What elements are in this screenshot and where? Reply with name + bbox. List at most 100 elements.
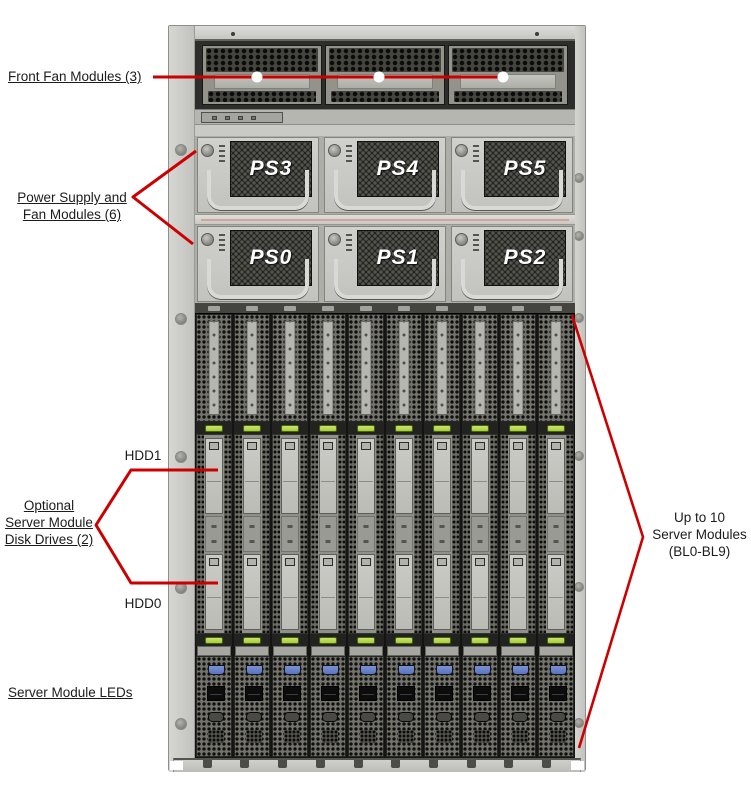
- blade-latch-lower: [310, 634, 346, 646]
- perforation-column: [528, 435, 535, 633]
- server-module-blade: [424, 314, 460, 757]
- ps-led-column: [219, 234, 228, 254]
- server-module-blade: [386, 314, 422, 757]
- bottom-rail-tab: [315, 760, 325, 768]
- bottom-rail-tab: [353, 760, 363, 768]
- drive-bay-seam: [473, 481, 487, 482]
- blade-label-strip: [425, 646, 459, 656]
- perforation-column: [273, 435, 280, 633]
- blade-drive-section: [538, 434, 574, 634]
- ps-handle: [334, 170, 436, 210]
- power-supply-row-top: PS3 PS4 PS5: [195, 136, 575, 214]
- rail-screw: [175, 718, 187, 730]
- drive-bay-column: [356, 435, 376, 633]
- ps-grille: PS4: [357, 141, 439, 197]
- green-latch: [471, 636, 489, 644]
- blade-slot-tab: [538, 303, 574, 313]
- serial-connector: [436, 712, 452, 722]
- drive-bay-column: [280, 435, 300, 633]
- drive-bay-seam: [473, 597, 487, 598]
- drive-release-button: [399, 558, 409, 566]
- drive-bay-hdd1: [243, 438, 261, 514]
- rail-screw: [574, 231, 584, 241]
- serial-connector: [246, 712, 262, 722]
- blade-top-mesh: [196, 314, 232, 422]
- screw-dot: [231, 32, 235, 36]
- power-supply-module: PS0: [197, 226, 319, 302]
- ps-label: PS4: [376, 157, 420, 180]
- drive-bay-gap: [471, 516, 489, 552]
- drive-bay-hdd0: [433, 554, 451, 630]
- blade-connector-panel: [234, 656, 270, 757]
- power-supply-divider: [195, 214, 575, 225]
- drive-bay-gap: [509, 516, 527, 552]
- blade-slots: [196, 314, 574, 757]
- green-latch: [395, 636, 413, 644]
- green-latch: [509, 424, 527, 432]
- green-latch: [281, 424, 299, 432]
- blade-section: [195, 303, 575, 758]
- label-up-to-10-server-modules: Up to 10 Server Modules (BL0-BL9): [648, 509, 751, 560]
- drive-bay-gap: [281, 516, 299, 552]
- thumbscrew: [328, 233, 341, 246]
- blade-slot-tab: [234, 303, 270, 313]
- ps-handle: [461, 170, 563, 210]
- green-latch: [319, 636, 337, 644]
- fan-grille: [329, 48, 441, 72]
- blade-latch-upper: [424, 422, 460, 434]
- blade-latch-lower: [462, 634, 498, 646]
- fan-tray-strip: [195, 109, 575, 125]
- green-latch: [547, 424, 565, 432]
- blade-label-strip: [539, 646, 573, 656]
- blade-indicator-strip: [398, 321, 410, 415]
- drive-release-button: [361, 558, 371, 566]
- fan-handle-strip: [460, 74, 556, 89]
- green-latch: [205, 424, 223, 432]
- label-line: Disk Drives (2): [4, 532, 94, 547]
- blade-top-mesh: [424, 314, 460, 422]
- server-module-blade: [310, 314, 346, 757]
- blade-indicator-strip: [322, 321, 334, 415]
- green-latch: [547, 636, 565, 644]
- fan-module: [202, 45, 322, 105]
- blade-latch-upper: [386, 422, 422, 434]
- label-hdd0: HDD0: [124, 596, 162, 611]
- blade-latch-upper: [500, 422, 536, 434]
- perforation-column: [376, 435, 383, 633]
- serial-connector: [512, 712, 528, 722]
- label-line: Server Module: [5, 515, 93, 530]
- vga-connector: [284, 665, 301, 675]
- blade-latch-upper: [234, 422, 270, 434]
- blade-drive-section: [310, 434, 346, 634]
- blade-connector-panel: [538, 656, 574, 757]
- bottom-rail-tab: [202, 760, 212, 768]
- ps-handle: [207, 259, 309, 299]
- screw-dot: [535, 32, 539, 36]
- vga-connector: [512, 665, 529, 675]
- ps-label: PS0: [249, 246, 293, 269]
- rail-screw: [175, 144, 187, 156]
- power-supply-module: PS5: [451, 137, 573, 213]
- connector-vent: [284, 730, 300, 743]
- drive-bay-gap: [395, 516, 413, 552]
- ps-label: PS3: [249, 157, 293, 180]
- blade-drive-section: [500, 434, 536, 634]
- bottom-rail-tab: [466, 760, 476, 768]
- blade-latch-lower: [500, 634, 536, 646]
- perforation-column: [490, 435, 497, 633]
- server-module-blade: [462, 314, 498, 757]
- rail-screw: [574, 313, 584, 323]
- blade-connector-panel: [272, 656, 308, 757]
- blade-indicator-strip: [436, 321, 448, 415]
- blade-latch-lower: [538, 634, 574, 646]
- ps-label: PS5: [503, 157, 547, 180]
- chassis-left-rail: [169, 26, 195, 772]
- vga-connector: [246, 665, 263, 675]
- usb-connectors: [321, 686, 339, 701]
- blade-indicator-strip: [474, 321, 486, 415]
- drive-release-button: [247, 442, 257, 450]
- rail-screw: [574, 451, 584, 461]
- ps-led-column: [219, 145, 228, 165]
